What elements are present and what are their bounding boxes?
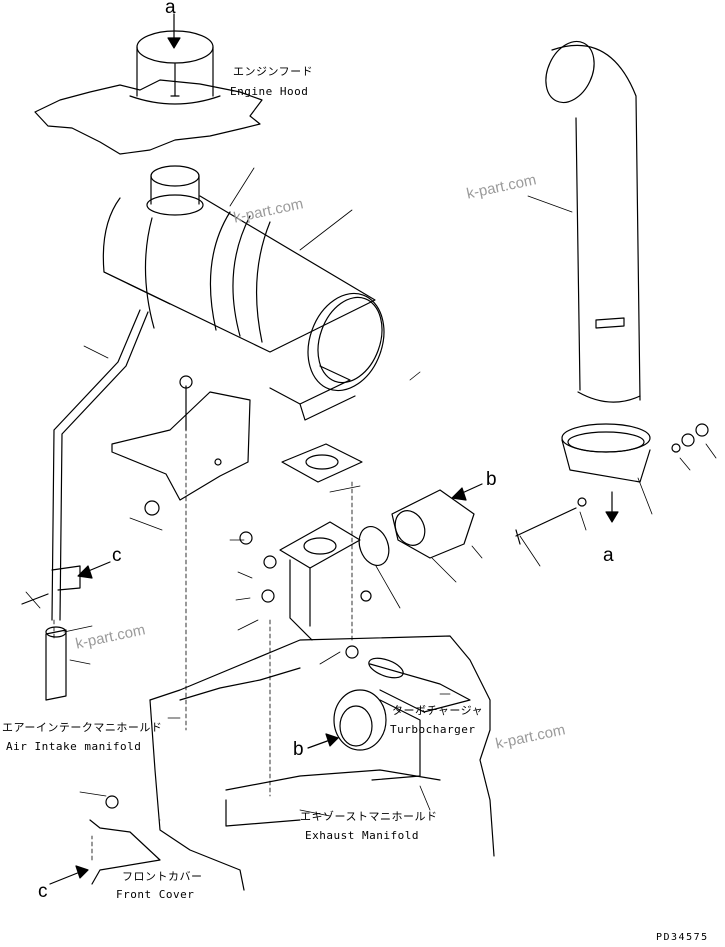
- engine-hood-label-jp: エンジンフード: [233, 65, 314, 78]
- exhaust-manifold-label-en: Exhaust Manifold: [305, 829, 419, 842]
- ref-a-top: a: [165, 0, 176, 18]
- air-intake-label-en: Air Intake manifold: [6, 740, 142, 753]
- exhaust-manifold-label-jp: エキゾーストマニホールド: [300, 810, 438, 823]
- clamp-band-part: [515, 423, 709, 545]
- ref-b-lower: b: [293, 739, 304, 760]
- tailpipe-part: [545, 40, 641, 403]
- engine-hood-part: [34, 30, 263, 155]
- turbocharger-label-en: Turbocharger: [390, 723, 476, 736]
- engine-hood-label-en: Engine Hood: [230, 85, 309, 98]
- drawing-code: PD34575: [656, 932, 709, 943]
- arrow-b-lower: [307, 739, 331, 749]
- front-cover-part: [89, 795, 161, 885]
- ref-c-lower: c: [38, 881, 48, 902]
- ref-c-upper: c: [112, 545, 122, 566]
- turbocharger-label-jp: ターボチャージャ: [392, 704, 484, 717]
- elbow-part: [391, 489, 475, 559]
- gasket-part: [239, 443, 390, 659]
- front-cover-label-en: Front Cover: [116, 888, 195, 901]
- reference-arrows: [49, 13, 619, 885]
- muffler-part: [102, 165, 385, 421]
- air-intake-label-jp: エアーインテークマニホールド: [2, 721, 163, 734]
- ref-b-upper: b: [486, 469, 497, 490]
- bracket-part: [111, 375, 251, 516]
- arrow-c-lower: [49, 871, 81, 885]
- leader-lines: [25, 167, 717, 861]
- front-cover-label-jp: フロントカバー: [122, 870, 203, 883]
- ref-a-right: a: [603, 545, 614, 566]
- hose-pipe-part: [21, 309, 149, 701]
- engine-block-part: [149, 635, 495, 891]
- turbocharger-part: [333, 657, 471, 781]
